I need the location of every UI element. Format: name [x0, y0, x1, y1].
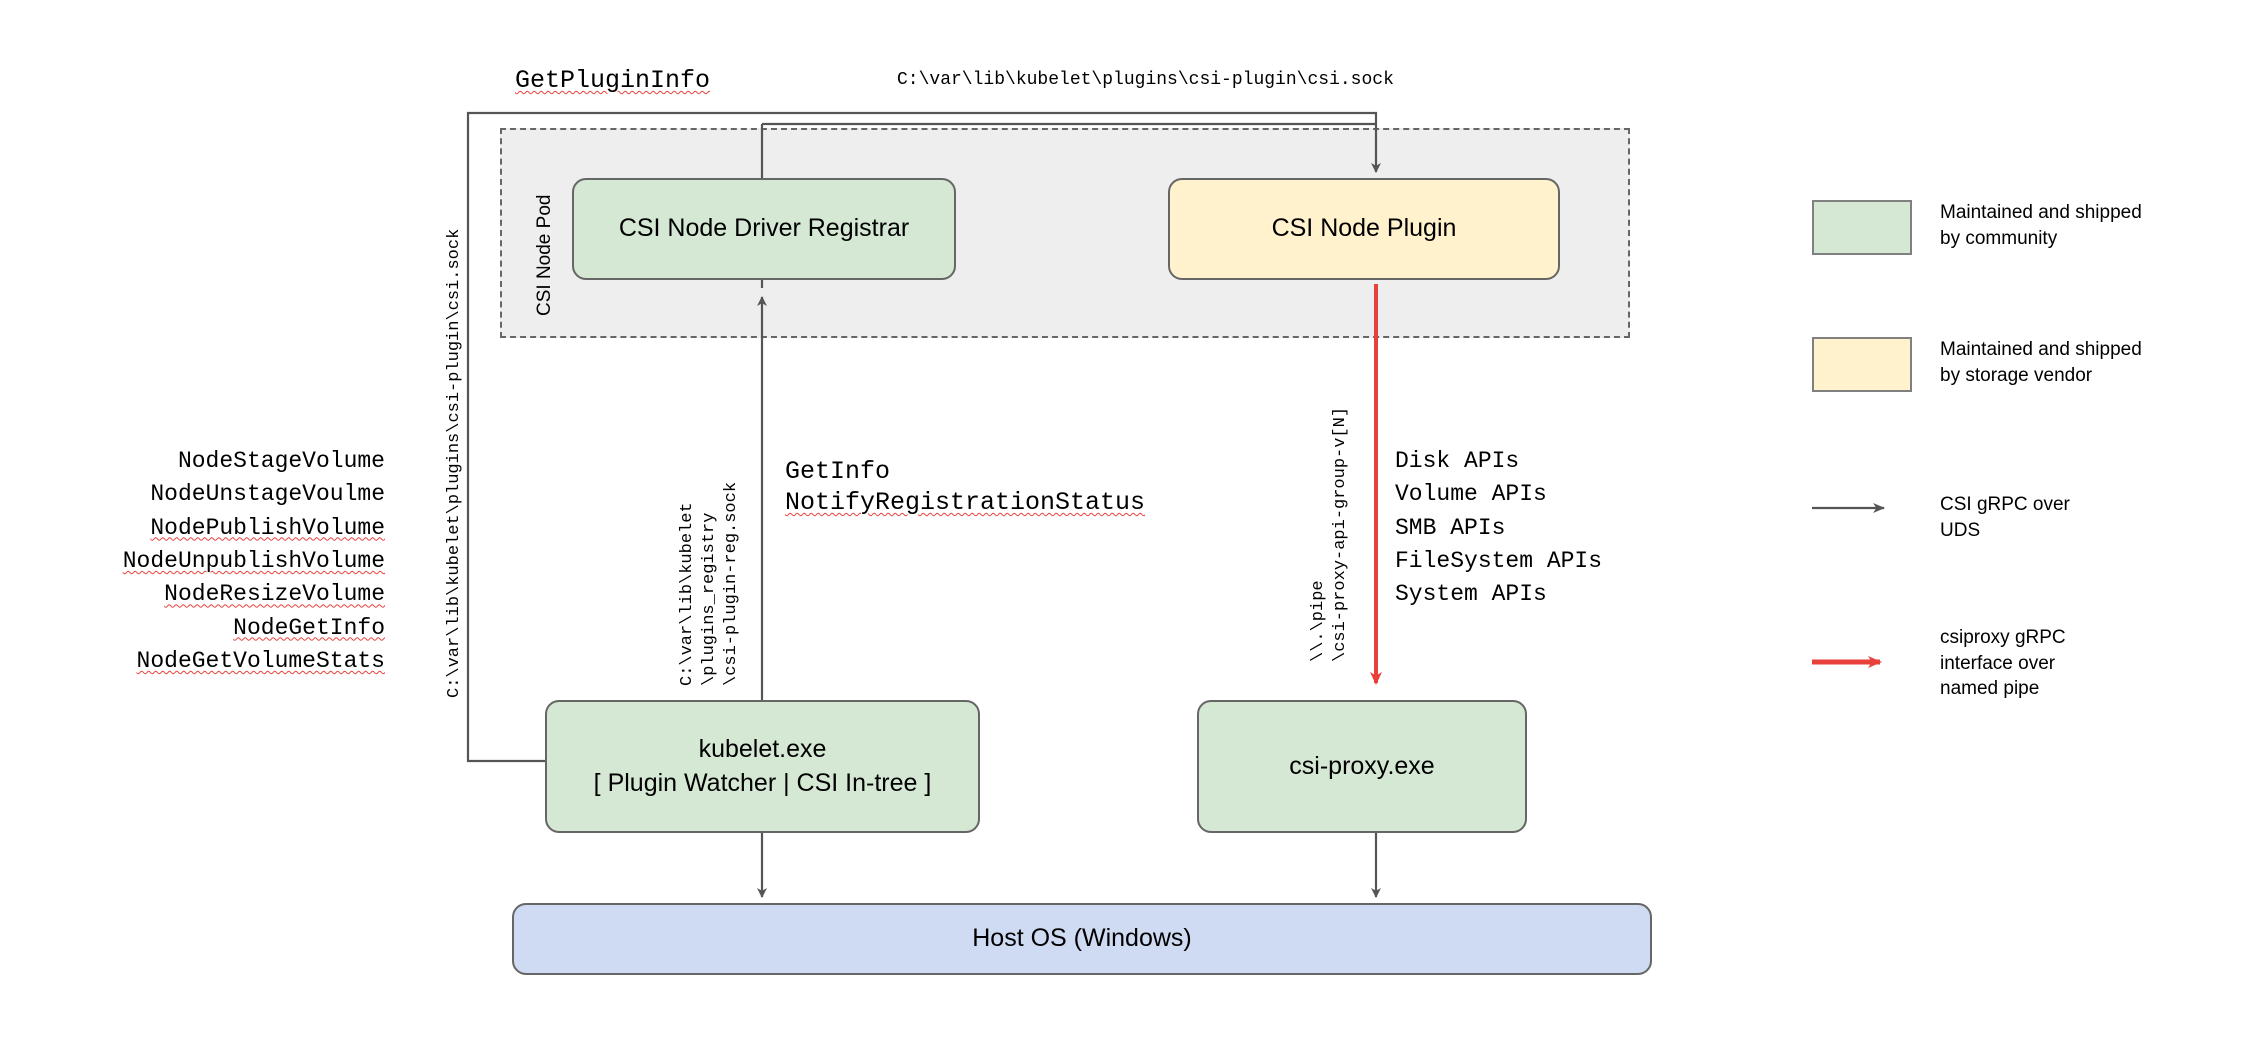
label-get-info: GetInfo	[785, 457, 891, 486]
node-service-api-list: NodeStageVolume NodeUnstageVoulme NodePu…	[100, 445, 385, 678]
csi-proxy-api-list: Disk APIs Volume APIs SMB APIs FileSyste…	[1395, 445, 1602, 612]
api-item: NodeStageVolume	[100, 445, 385, 478]
kubelet-exe-subtitle: [ Plugin Watcher | CSI In-tree ]	[593, 768, 932, 797]
legend-label-csiproxy-named-pipe: csiproxy gRPC interface over named pipe	[1940, 627, 2066, 700]
label-notify-registration-status: NotifyRegistrationStatus	[785, 488, 1146, 517]
node-csi-node-driver-registrar[interactable]: CSI Node Driver Registrar	[572, 178, 956, 280]
api-item-label: NodeResizeVolume	[164, 581, 385, 608]
api-item: NodePublishVolume	[100, 512, 385, 545]
node-csi-node-plugin[interactable]: CSI Node Plugin	[1168, 178, 1560, 280]
label-named-pipe-line2: \csi-proxy-api-group-v[N]	[1331, 406, 1350, 662]
node-kubelet-exe[interactable]: kubelet.exe [ Plugin Watcher | CSI In-tr…	[545, 700, 980, 833]
csi-proxy-api-item: Volume APIs	[1395, 481, 1547, 508]
label-reg-sock-line2: \plugins_registry	[700, 512, 719, 686]
legend-swatch-vendor	[1812, 337, 1912, 392]
api-item-label: NodeUnstageVoulme	[150, 481, 385, 508]
legend-label-csi-grpc-uds: CSI gRPC over UDS	[1940, 494, 2070, 541]
label-csi-sock-path: C:\var\lib\kubelet\plugins\csi-plugin\cs…	[897, 70, 1394, 90]
csi-sock-wire	[466, 111, 1381, 763]
csi-proxy-api-item: FileSystem APIs	[1395, 548, 1603, 575]
node-host-os[interactable]: Host OS (Windows)	[512, 903, 1652, 975]
api-item: NodeResizeVolume	[100, 578, 385, 611]
label-reg-sock-line1: C:\var\lib\kubelet	[678, 502, 697, 686]
api-item-label: NodePublishVolume	[150, 514, 385, 541]
api-item-label: NodeGetVolumeStats	[136, 648, 385, 675]
label-csi-sock-path-vertical: C:\var\lib\kubelet\plugins\csi-plugin\cs…	[445, 228, 464, 698]
kubelet-exe-title: kubelet.exe	[698, 734, 827, 763]
label-reg-sock-line3: \csi-plugin-reg.sock	[722, 481, 741, 686]
csi-proxy-api-item: Disk APIs	[1395, 448, 1520, 474]
csi-proxy-api-item: SMB APIs	[1395, 514, 1506, 541]
api-item-label: NodeStageVolume	[177, 448, 385, 474]
label-get-plugin-info: GetPluginInfo	[515, 66, 711, 95]
api-item-label: NodeUnpublishVolume	[122, 548, 385, 575]
legend-swatch-community	[1812, 200, 1912, 255]
api-item: NodeUnpublishVolume	[100, 545, 385, 578]
csi-proxy-api-item: System APIs	[1395, 581, 1547, 608]
legend-label-vendor: Maintained and shipped by storage vendor	[1940, 339, 2142, 386]
api-item-label: NodeGetInfo	[233, 614, 385, 641]
node-csi-proxy-exe[interactable]: csi-proxy.exe	[1197, 700, 1527, 833]
api-item: NodeUnstageVoulme	[100, 478, 385, 511]
api-item: NodeGetInfo	[100, 612, 385, 645]
label-named-pipe-line1: \\.\pipe	[1309, 580, 1328, 662]
api-item: NodeGetVolumeStats	[100, 645, 385, 678]
legend-label-community: Maintained and shipped by community	[1940, 202, 2142, 249]
